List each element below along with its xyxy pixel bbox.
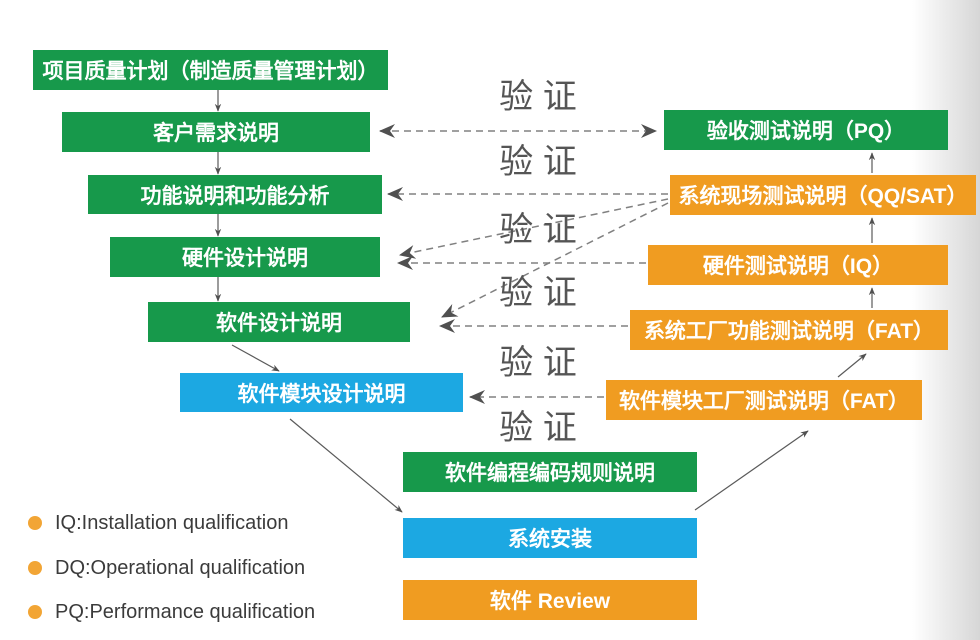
verify-label-5: 验 证: [499, 344, 577, 382]
box-system-installation: 系统安装: [403, 518, 697, 558]
box-factory-function-test: 系统工厂功能测试说明（FAT）: [630, 310, 948, 350]
bullet-dot-icon: [28, 561, 42, 575]
flow-arrow-software-design-to-module-design: [231, 344, 280, 372]
box-software-review: 软件 Review: [403, 580, 697, 620]
bullet-dot-icon: [28, 605, 42, 619]
verify-label-2: 验 证: [499, 143, 577, 181]
bullet-dot-icon: [28, 516, 42, 530]
legend-text: PQ:Performance qualification: [55, 601, 316, 623]
box-site-test: 系统现场测试说明（QQ/SAT）: [670, 175, 976, 215]
flow-arrow-module-test-to-factory-test: [837, 353, 867, 378]
box-customer-requirements: 客户需求说明: [62, 112, 370, 152]
verify-label-3: 验 证: [499, 211, 577, 249]
legend-text: DQ:Operational qualification: [55, 557, 306, 579]
box-coding-standard: 软件编程编码规则说明: [403, 452, 697, 492]
box-acceptance-test: 验收测试说明（PQ）: [664, 110, 948, 150]
legend-text: IQ:Installation qualification: [55, 512, 289, 534]
box-software-design: 软件设计说明: [148, 302, 410, 342]
box-functional-spec: 功能说明和功能分析: [88, 175, 382, 214]
box-software-module-design: 软件模块设计说明: [180, 373, 463, 412]
box-hardware-design: 硬件设计说明: [110, 237, 380, 277]
verify-label-1: 验 证: [499, 78, 577, 116]
box-project-quality-plan: 项目质量计划（制造质量管理计划）: [33, 50, 388, 90]
flow-arrow-module-design-to-implementation: [289, 418, 403, 513]
box-hardware-test: 硬件测试说明（IQ）: [648, 245, 948, 285]
legend-item-dq: DQ:Operational qualification: [28, 555, 305, 581]
verify-label-4: 验 证: [499, 274, 577, 312]
verify-label-6: 验 证: [499, 409, 577, 447]
box-module-factory-test: 软件模块工厂测试说明（FAT）: [606, 380, 922, 420]
legend-item-pq: PQ:Performance qualification: [28, 599, 315, 625]
legend-item-iq: IQ:Installation qualification: [28, 510, 288, 536]
flow-arrow-implementation-to-module-test: [694, 430, 809, 511]
